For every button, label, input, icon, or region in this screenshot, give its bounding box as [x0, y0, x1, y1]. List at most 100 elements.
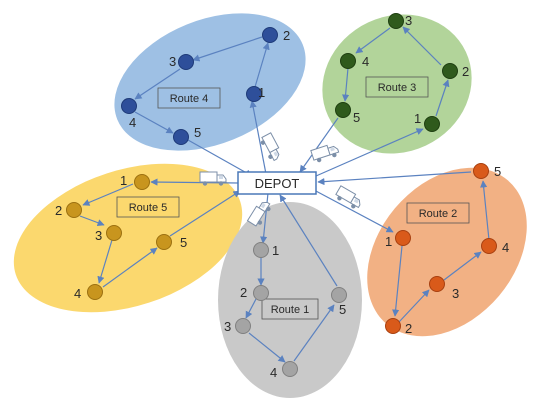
route-1-node-4 [282, 361, 298, 377]
route-4-node-3 [178, 54, 194, 70]
truck-icon [333, 185, 364, 212]
edge-route5-2-to-3 [79, 215, 105, 227]
depot-box [237, 171, 317, 195]
edge-route1-4-to-5 [293, 304, 335, 362]
route-2-label-text: Route 2 [419, 208, 458, 220]
route-nodes: 1 2 3 4 5 1 2 3 4 5 1 2 3 [55, 13, 509, 380]
edge-depot-to-route1-node1 [260, 192, 269, 244]
edge-depot-to-route3-node1 [315, 128, 424, 177]
route-3-label: Route 3 [365, 76, 429, 98]
route-1-node-label-5: 5 [339, 302, 346, 317]
edge-route1-5-to-depot [279, 194, 338, 287]
route-1-node-2 [253, 285, 269, 301]
route-1-node-1 [253, 242, 269, 258]
route-3-node-1 [424, 116, 440, 132]
edge-route5-1-to-2 [82, 183, 134, 206]
route-5-node-3 [106, 225, 122, 241]
route-4-node-label-2: 2 [283, 28, 290, 43]
route-5-node-label-5: 5 [180, 235, 187, 250]
route-3-node-label-4: 4 [362, 54, 369, 69]
route-5-node-label-2: 2 [55, 203, 62, 218]
route-5-node-label-4: 4 [74, 286, 81, 301]
route-5-label: Route 5 [116, 196, 180, 218]
edge-route4-3-to-4 [134, 68, 181, 100]
route-2-node-1 [395, 230, 411, 246]
route-2-nodes: 1 2 3 4 5 [385, 163, 509, 336]
edge-route4-5-to-depot [187, 139, 253, 177]
edge-route3-5-to-depot [299, 117, 339, 173]
route-4-label: Route 4 [157, 87, 221, 109]
edge-route3-3-to-4 [355, 27, 391, 54]
route-1-nodes: 1 2 3 4 5 [224, 242, 347, 380]
route-4-node-label-4: 4 [129, 115, 136, 130]
route-3-nodes: 1 2 3 4 5 [335, 13, 469, 132]
edge-depot-to-route5-node1 [150, 178, 239, 186]
route-3-node-2 [442, 63, 458, 79]
edge-route4-1-to-2 [254, 42, 270, 88]
route-5-node-1 [134, 174, 150, 190]
truck-icon [310, 142, 341, 165]
route-2-node-label-4: 4 [502, 240, 509, 255]
route-4-node-2 [262, 27, 278, 43]
route-3-label-text: Route 3 [378, 82, 417, 94]
route-5-node-label-3: 3 [95, 228, 102, 243]
edge-route1-3-to-4 [248, 332, 286, 363]
route-1-node-label-4: 4 [270, 365, 277, 380]
edge-route5-5-to-depot [169, 190, 241, 237]
route-2-node-label-3: 3 [452, 286, 459, 301]
edge-depot-to-route4-node1 [249, 100, 267, 175]
edge-route2-1-to-2 [392, 245, 403, 317]
route-5-node-5 [156, 234, 172, 250]
route-4-node-label-1: 1 [258, 85, 265, 100]
route-2-region [367, 167, 527, 337]
edge-route5-3-to-4 [97, 239, 113, 284]
edge-route2-2-to-3 [398, 289, 430, 323]
route-2-label: Route 2 [406, 202, 470, 224]
route-3-node-4 [340, 53, 356, 69]
route-5-nodes: 1 2 3 4 5 [55, 173, 187, 301]
route-2-node-label-1: 1 [385, 234, 392, 249]
depot-label: DEPOT [255, 176, 300, 191]
route-1-label: Route 1 [261, 298, 319, 320]
route-1-node-label-1: 1 [272, 243, 279, 258]
edge-route1-2-to-3 [245, 298, 257, 319]
route-3-node-3 [388, 13, 404, 29]
route-4-region [114, 13, 306, 151]
edge-route3-4-to-5 [342, 67, 350, 102]
route-1-node-label-3: 3 [224, 319, 231, 334]
route-3-node-5 [335, 102, 351, 118]
route-1-node-label-2: 2 [240, 285, 247, 300]
edge-route4-4-to-5 [134, 111, 174, 134]
route-2-node-3 [429, 276, 445, 292]
edge-route4-2-to-3 [192, 36, 263, 62]
route-4-nodes: 1 2 3 4 5 [121, 27, 290, 145]
route-4-node-1 [246, 86, 262, 102]
route-3-node-label-3: 3 [405, 13, 412, 28]
route-edges [79, 26, 490, 363]
route-2-node-4 [481, 238, 497, 254]
route-5-node-2 [66, 202, 82, 218]
route-2-node-label-2: 2 [405, 321, 412, 336]
route-3-node-label-2: 2 [462, 64, 469, 79]
truck-icon [258, 132, 284, 163]
edge-depot-to-route2-node1 [313, 189, 394, 233]
edge-route5-4-to-5 [102, 247, 158, 288]
route-1-node-3 [235, 318, 251, 334]
route-3-node-label-5: 5 [353, 110, 360, 125]
route-1-label-text: Route 1 [271, 304, 310, 316]
edge-route3-2-to-3 [402, 26, 442, 66]
route-5-region [13, 163, 243, 313]
route-4-node-4 [121, 98, 137, 114]
route-4-node-label-5: 5 [194, 125, 201, 140]
route-2-node-2 [385, 318, 401, 334]
edge-route2-4-to-5 [480, 180, 490, 241]
route-1-node-5 [331, 287, 347, 303]
route-labels: Route 4 Route 3 Route 5 Route 2 Route 1 [116, 76, 470, 320]
route-3-node-label-1: 1 [414, 111, 421, 126]
route-4-node-label-3: 3 [169, 54, 176, 69]
route-5-node-4 [87, 284, 103, 300]
edge-route2-5-to-depot [317, 171, 472, 186]
route-4-node-5 [173, 129, 189, 145]
